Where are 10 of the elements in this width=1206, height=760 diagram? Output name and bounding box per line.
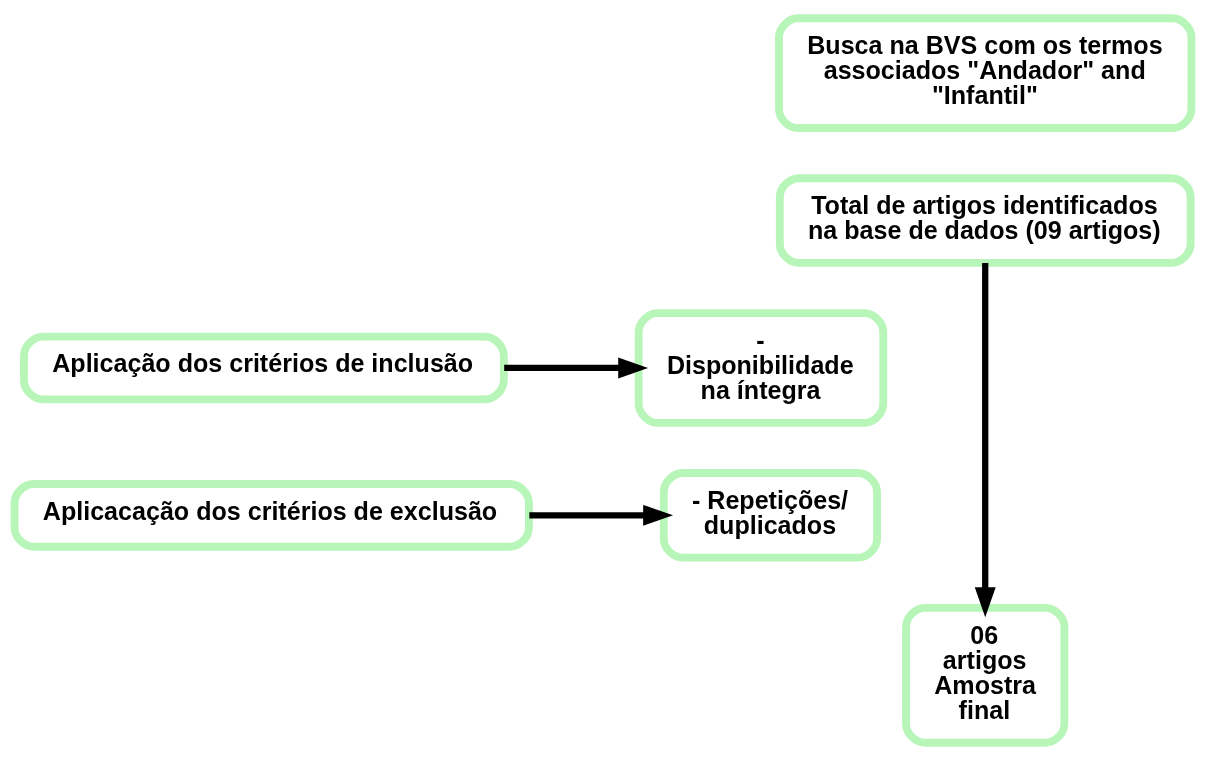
arrow: [504, 357, 649, 378]
node-box: 06 artigos Amostra final: [902, 603, 1069, 747]
node-box: - Disponibilidade na íntegra: [634, 308, 888, 427]
node-box: Aplicação dos critérios de inclusão: [20, 332, 508, 403]
arrow: [529, 504, 674, 526]
node-box: Aplicacação dos critérios de exclusão: [10, 479, 533, 551]
node-box: Total de artigos identificados na base de dados (09 artigos): [775, 173, 1195, 267]
node-box: Busca na BVS com os termos associados "Andador" and "Infantil": [775, 13, 1196, 132]
node-box: - Repetições/ duplicados: [659, 468, 881, 562]
arrow: [974, 262, 996, 617]
